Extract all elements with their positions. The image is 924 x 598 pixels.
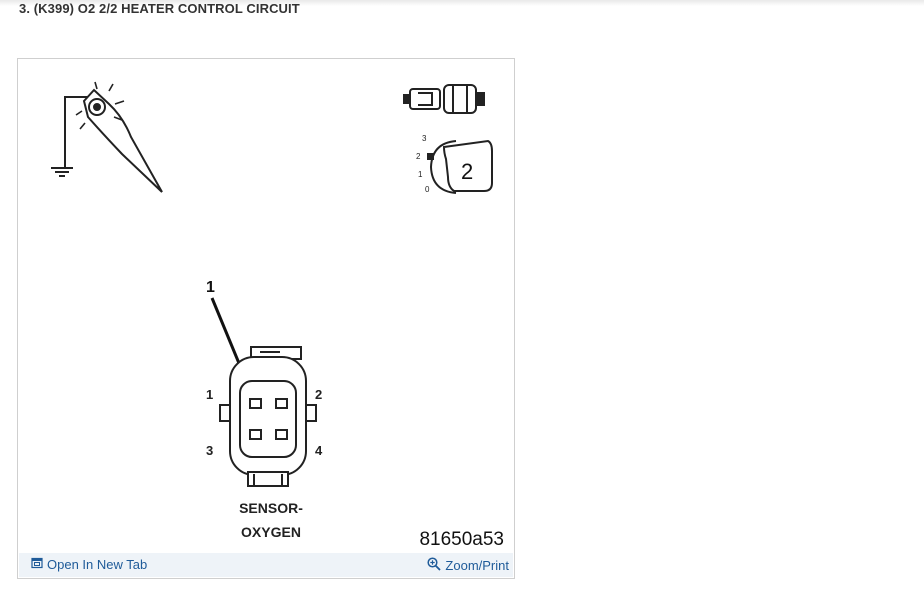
svg-text:3: 3	[422, 134, 427, 143]
zoom-in-icon	[427, 557, 442, 574]
step-title: 3. (K399) O2 2/2 HEATER CONTROL CIRCUIT	[19, 1, 300, 16]
figure-id: 81650a53	[419, 529, 504, 550]
pin-label: 2	[315, 387, 322, 402]
svg-text:2: 2	[416, 152, 421, 161]
connector-adapter-icon	[403, 84, 485, 114]
figure-footer: Open In New Tab Zoom/Print	[19, 553, 513, 577]
pin-label: 1	[206, 387, 213, 402]
test-light-probe-icon	[51, 81, 163, 193]
open-in-new-tab-icon	[31, 557, 43, 572]
oxygen-sensor-connector	[219, 346, 317, 487]
open-in-new-tab-link[interactable]: Open In New Tab	[31, 557, 147, 572]
zoom-print-label: Zoom/Print	[445, 558, 509, 573]
component-name-line1: SENSOR-	[239, 500, 303, 516]
svg-text:1: 1	[418, 170, 423, 179]
selector-knob-icon: 3 2 1 0 2	[416, 134, 493, 194]
callout-number: 1	[206, 279, 215, 296]
open-in-new-tab-label: Open In New Tab	[47, 557, 148, 572]
component-name-line2: OXYGEN	[241, 524, 301, 540]
connector-diagram: 3 2 1 0 2 1	[51, 81, 504, 550]
svg-text:0: 0	[425, 185, 430, 194]
pin-label: 4	[315, 443, 323, 458]
zoom-print-link[interactable]: Zoom/Print	[427, 557, 509, 574]
diagram-figure: 3 2 1 0 2 1	[17, 58, 515, 579]
pin-label: 3	[206, 443, 213, 458]
svg-text:2: 2	[461, 159, 473, 184]
top-shadow	[0, 0, 924, 6]
